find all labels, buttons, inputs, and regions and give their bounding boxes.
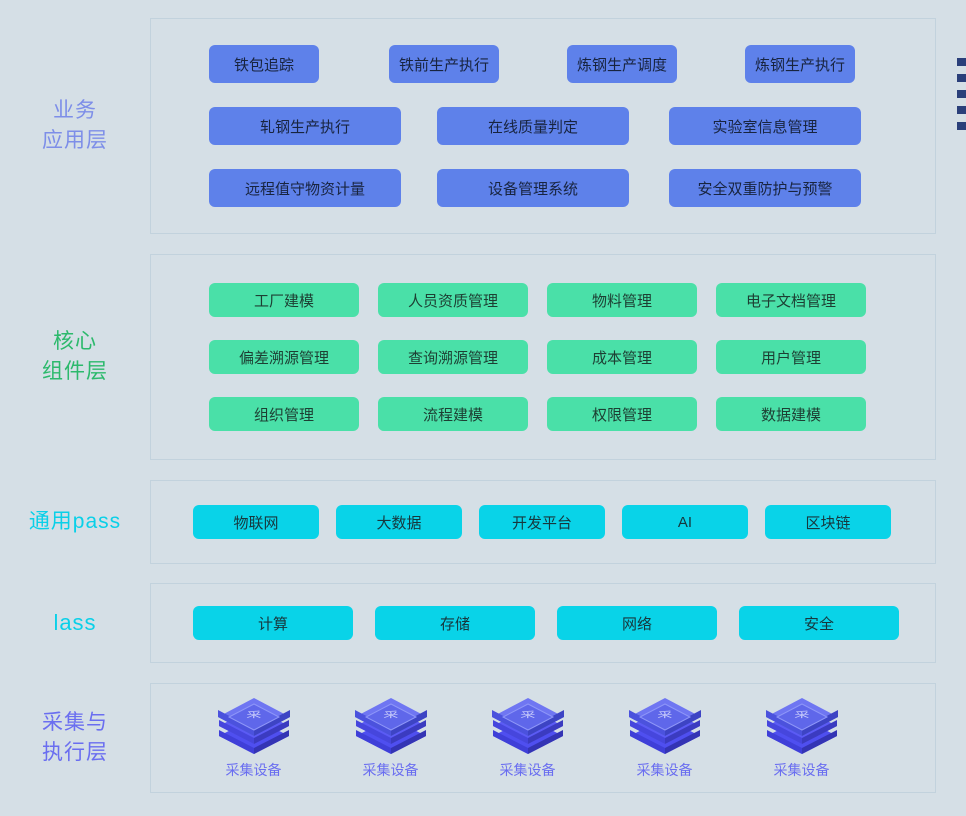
layer-label-business: 业务 应用层	[42, 99, 108, 152]
chip-lab-information-management[interactable]: 实验室信息管理	[669, 107, 861, 145]
chip-ai[interactable]: AI	[622, 505, 748, 539]
chip-query-traceability[interactable]: 查询溯源管理	[378, 340, 528, 374]
layer-label-iaas: lass	[53, 610, 97, 635]
layer-panel-iaas: 计算 存储 网络 安全	[150, 583, 936, 663]
core-row-1: 工厂建模 人员资质管理 物料管理 电子文档管理	[151, 272, 935, 329]
layer-business-application: 业务 应用层 铁包追踪 铁前生产执行 炼钢生产调度 炼钢生产执行 轧钢生产执行 …	[0, 18, 966, 234]
core-row-2: 偏差溯源管理 查询溯源管理 成本管理 用户管理	[151, 329, 935, 386]
business-row-2: 轧钢生产执行 在线质量判定 实验室信息管理	[151, 95, 935, 157]
chip-remote-material-metering[interactable]: 远程值守物资计量	[209, 169, 401, 207]
layer-panel-collect: 采采集设备 采采集设备 采采集设备	[150, 683, 936, 793]
chip-dev-platform[interactable]: 开发平台	[479, 505, 605, 539]
collection-device-3[interactable]: 采采集设备	[459, 696, 596, 780]
business-row-3: 远程值守物资计量 设备管理系统 安全双重防护与预警	[151, 157, 935, 219]
collection-device-icon: 采	[213, 696, 295, 756]
chip-deviation-traceability[interactable]: 偏差溯源管理	[209, 340, 359, 374]
layer-panel-pass: 物联网 大数据 开发平台 AI 区块链	[150, 480, 936, 564]
collection-device-label: 采集设备	[636, 762, 693, 778]
core-row-3: 组织管理 流程建模 权限管理 数据建模	[151, 386, 935, 443]
chip-blockchain[interactable]: 区块链	[765, 505, 891, 539]
chip-online-quality-judgement[interactable]: 在线质量判定	[437, 107, 629, 145]
chip-iot[interactable]: 物联网	[193, 505, 319, 539]
chip-steelmaking-scheduling[interactable]: 炼钢生产调度	[567, 45, 677, 83]
chip-equipment-management-system[interactable]: 设备管理系统	[437, 169, 629, 207]
chip-iron-ladle-tracking[interactable]: 铁包追踪	[209, 45, 319, 83]
layer-collection-execution: 采集与 执行层 采采集设备 采采集设备	[0, 683, 966, 793]
layer-label-collect: 采集与 执行层	[42, 711, 108, 764]
layer-core-component: 核心 组件层 工厂建模 人员资质管理 物料管理 电子文档管理 偏差溯源管理 查询…	[0, 254, 966, 460]
layer-label-core: 核心 组件层	[42, 330, 108, 383]
layer-general-pass: 通用pass 物联网 大数据 开发平台 AI 区块链	[0, 480, 966, 564]
chip-security[interactable]: 安全	[739, 606, 899, 640]
chip-factory-modeling[interactable]: 工厂建模	[209, 283, 359, 317]
edge-marker	[957, 74, 966, 82]
business-row-1: 铁包追踪 铁前生产执行 炼钢生产调度 炼钢生产执行	[151, 33, 935, 95]
chip-rolling-execution[interactable]: 轧钢生产执行	[209, 107, 401, 145]
edge-marker	[957, 122, 966, 130]
layer-panel-business: 铁包追踪 铁前生产执行 炼钢生产调度 炼钢生产执行 轧钢生产执行 在线质量判定 …	[150, 18, 936, 234]
collection-device-1[interactable]: 采采集设备	[185, 696, 322, 780]
chip-storage[interactable]: 存储	[375, 606, 535, 640]
collection-device-label: 采集设备	[773, 762, 830, 778]
chip-personnel-qualification[interactable]: 人员资质管理	[378, 283, 528, 317]
collection-device-5[interactable]: 采采集设备	[733, 696, 870, 780]
chip-material-management[interactable]: 物料管理	[547, 283, 697, 317]
collection-device-label: 采集设备	[225, 762, 282, 778]
device-strip: 采采集设备 采采集设备 采采集设备	[151, 684, 935, 792]
chip-network[interactable]: 网络	[557, 606, 717, 640]
collection-device-icon: 采	[350, 696, 432, 756]
layer-label-pass: 通用pass	[28, 510, 122, 533]
chip-organization-management[interactable]: 组织管理	[209, 397, 359, 431]
chip-cost-management[interactable]: 成本管理	[547, 340, 697, 374]
collection-device-label: 采集设备	[362, 762, 419, 778]
collection-device-icon: 采	[761, 696, 843, 756]
chip-permission-management[interactable]: 权限管理	[547, 397, 697, 431]
layer-panel-core: 工厂建模 人员资质管理 物料管理 电子文档管理 偏差溯源管理 查询溯源管理 成本…	[150, 254, 936, 460]
chip-big-data[interactable]: 大数据	[336, 505, 462, 539]
chip-steelmaking-execution[interactable]: 炼钢生产执行	[745, 45, 855, 83]
chip-user-management[interactable]: 用户管理	[716, 340, 866, 374]
edge-marker	[957, 106, 966, 114]
chip-ironmaking-execution[interactable]: 铁前生产执行	[389, 45, 499, 83]
collection-device-label: 采集设备	[499, 762, 556, 778]
collection-device-2[interactable]: 采采集设备	[322, 696, 459, 780]
iaas-row-1: 计算 存储 网络 安全	[151, 584, 935, 662]
chip-safety-dual-prevention[interactable]: 安全双重防护与预警	[669, 169, 861, 207]
layer-iaas: lass 计算 存储 网络 安全	[0, 583, 966, 663]
chip-edoc-management[interactable]: 电子文档管理	[716, 283, 866, 317]
edge-marker-group	[954, 58, 966, 138]
edge-marker	[957, 58, 966, 66]
collection-device-icon: 采	[487, 696, 569, 756]
edge-marker	[957, 90, 966, 98]
collection-device-icon: 采	[624, 696, 706, 756]
collection-device-4[interactable]: 采采集设备	[596, 696, 733, 780]
chip-process-modeling[interactable]: 流程建模	[378, 397, 528, 431]
chip-compute[interactable]: 计算	[193, 606, 353, 640]
chip-data-modeling[interactable]: 数据建模	[716, 397, 866, 431]
pass-row-1: 物联网 大数据 开发平台 AI 区块链	[151, 481, 935, 563]
